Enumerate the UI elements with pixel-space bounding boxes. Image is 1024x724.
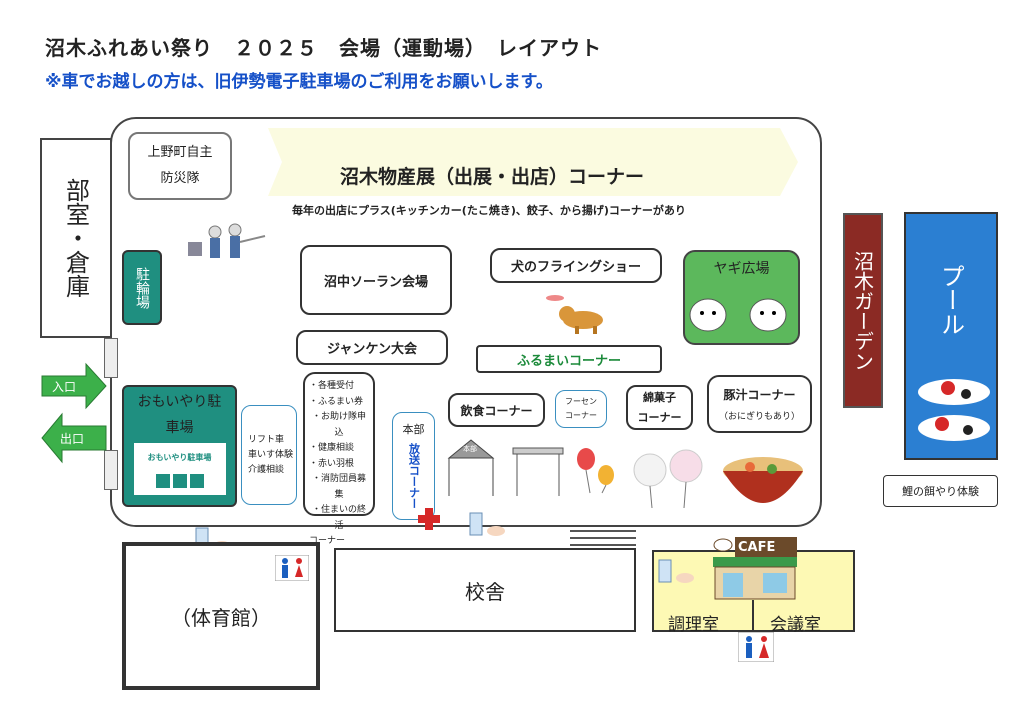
priority-parking-label: 車場 <box>165 420 194 436</box>
reception-item: ・健康相談 <box>309 443 355 453</box>
parking-notice: ※車でお越しの方は、旧伊勢電子駐車場のご利用をお願いします。 <box>45 72 553 92</box>
food-corner: 飲食コーナー <box>448 393 545 427</box>
storage-room: 部室・倉庫 <box>40 138 112 338</box>
firefighter-icon <box>188 223 266 258</box>
cafe-label: CAFE <box>738 540 776 555</box>
bousai-label: 防災隊 <box>160 171 200 186</box>
hand-sanitizer-icon <box>469 512 505 536</box>
priority-parking-sign: おもいやり駐車場 <box>133 443 226 495</box>
tonjiru-corner: 豚汁コーナー （おにぎりもあり） <box>707 375 812 433</box>
ground-area <box>110 117 822 527</box>
bicycle-parking: 駐輪場 <box>122 250 162 325</box>
soran-venue: 沼中ソーラン会場 <box>300 245 452 315</box>
restroom-icon <box>738 632 774 662</box>
dog-show: 犬のフライングショー <box>490 248 662 283</box>
banner-shape <box>268 128 798 196</box>
cotton-label: 綿菓子 <box>643 390 676 404</box>
numaki-garden: 沼木ガーデン <box>843 213 883 408</box>
reception-item: ・ふるまい券 <box>309 396 364 407</box>
goat-icon <box>689 298 787 332</box>
dog-icon <box>546 295 603 334</box>
hq-label: 本部 <box>402 423 425 436</box>
cafe-icon <box>713 537 797 600</box>
balloons-icon <box>577 448 614 494</box>
balloon-label: フーセン <box>565 397 597 406</box>
goat-plaza-label: ヤギ広場 <box>713 261 770 277</box>
priority-parking-label: おもいやり駐 <box>137 394 222 410</box>
koi-feeding: 鯉の餌やり体験 <box>883 475 998 507</box>
tonjiru-label: 豚汁コーナー <box>723 388 796 402</box>
lift-car-box: リフト車 車いす体験 介護相談 <box>241 405 297 505</box>
cotton-candy-icon <box>633 449 703 509</box>
sign-text: おもいやり駐車場 <box>147 453 212 462</box>
tent-icon <box>447 439 564 496</box>
tent-label: 本部 <box>463 445 477 453</box>
stairs <box>570 530 636 546</box>
cotton-candy-corner: 綿菓子コーナー <box>626 385 693 430</box>
reception-item: ・消防団員募集 <box>311 474 366 500</box>
headquarters: 本部 放送コーナー <box>392 412 435 520</box>
soup-bowl-icon <box>723 457 803 503</box>
reception-item: ・各種受付 <box>309 381 355 391</box>
reception-item: ・赤い羽根 <box>309 458 355 469</box>
restroom-icon <box>275 555 309 581</box>
tonjiru-note: （おにぎりもあり） <box>718 412 800 422</box>
school-building: 校舎 <box>334 548 636 632</box>
room-divider <box>752 600 754 632</box>
janken-contest: ジャンケン大会 <box>296 330 448 365</box>
hand-sanitizer-icon <box>658 559 694 583</box>
balloon-label: コーナー <box>565 411 597 420</box>
reception-item: コーナー <box>309 536 346 546</box>
gate-post <box>104 338 118 378</box>
exit-label: 出口 <box>60 432 85 446</box>
lift-label: 介護相談 <box>248 464 285 475</box>
cooking-room: 調理室 <box>668 615 719 635</box>
page-title: 沼木ふれあい祭り ２０２５ 会場（運動場） レイアウト <box>45 36 602 60</box>
lift-label: 車いす体験 <box>248 449 294 460</box>
banner-note: 毎年の出店にプラス(キッチンカー(たこ焼き)、餃子、から揚げ)コーナーがあり <box>292 204 686 217</box>
priority-parking: おもいやり駐 車場 おもいやり駐車場 <box>122 385 237 507</box>
gate-post <box>104 450 118 490</box>
entrance-label: 入口 <box>52 380 77 394</box>
balloon-corner: フーセンコーナー <box>555 390 607 428</box>
koi-icon <box>918 379 990 441</box>
reception-item: ・お助け隊申込 <box>311 412 366 438</box>
broadcast-label: 放送コーナー <box>407 443 421 509</box>
lift-label: リフト車 <box>248 434 285 445</box>
first-aid-icon <box>418 508 440 530</box>
entrance-exit-arrows <box>41 362 107 464</box>
furumai-corner: ふるまいコーナー <box>476 345 662 373</box>
bousai-label: 上野町自主 <box>147 145 213 160</box>
reception-box: ・各種受付 ・ふるまい券 ・お助け隊申込 ・健康相談 ・赤い羽根 ・消防団員募集… <box>303 372 375 546</box>
bussan-banner: 沼木物産展（出展・出店）コーナー <box>340 166 645 188</box>
reception-item: ・住まいの終活 <box>311 505 366 531</box>
cotton-label: コーナー <box>637 410 682 424</box>
bousai-box: 上野町自主 防災隊 <box>128 132 232 200</box>
meeting-room: 会議室 <box>770 615 821 635</box>
